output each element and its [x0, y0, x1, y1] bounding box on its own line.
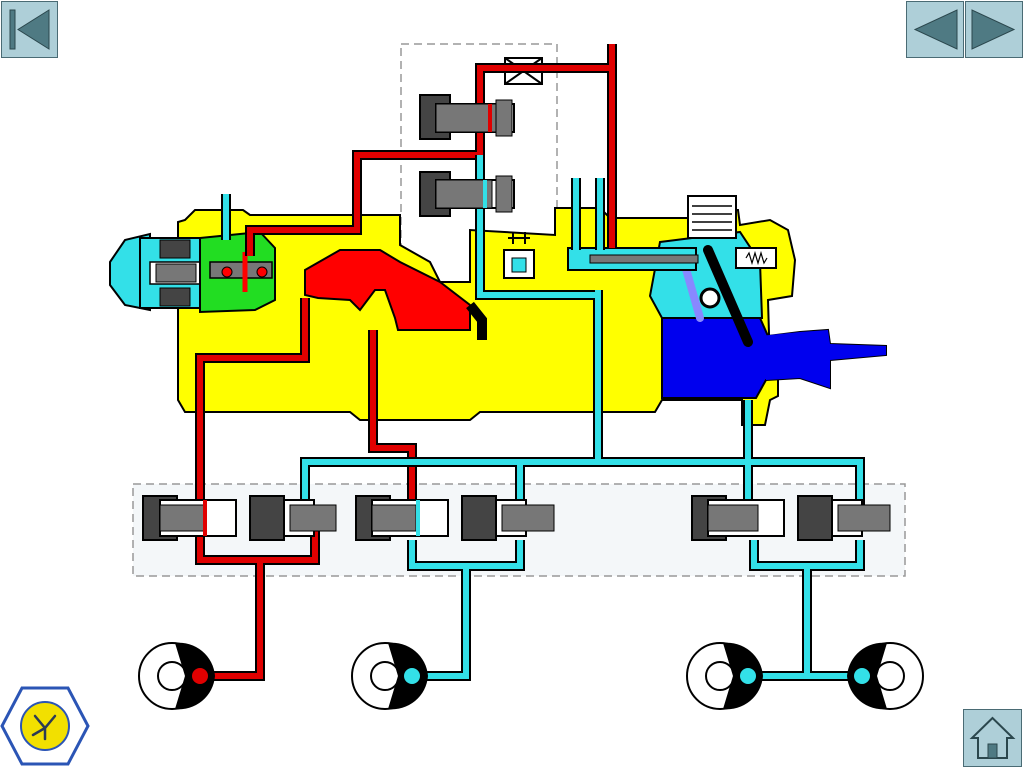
- control-line: [223, 155, 863, 679]
- lever-pivot: [699, 287, 721, 309]
- wheel-brake-1: [138, 642, 215, 710]
- hexagon-logo-icon: [0, 686, 90, 766]
- skip-to-start-icon: [9, 9, 50, 50]
- upper-valve-1: [419, 94, 515, 140]
- next-page-button[interactable]: [965, 1, 1023, 58]
- pressure-chamber-red: [304, 249, 471, 331]
- home-button[interactable]: [963, 709, 1022, 767]
- lower-valve-2: [249, 495, 337, 541]
- wheel-brake-3: [686, 642, 763, 710]
- lower-valve-3: [355, 495, 449, 541]
- triangle-right-icon: [971, 9, 1016, 50]
- lower-valve-6: [797, 495, 891, 541]
- supply-line: [197, 44, 615, 679]
- wheel-brake-4: [847, 642, 924, 710]
- first-page-button[interactable]: [1, 1, 58, 58]
- previous-page-button[interactable]: [906, 1, 964, 58]
- lever-arm: [703, 245, 753, 347]
- house-icon: [969, 716, 1016, 759]
- wheel-brake-2: [351, 642, 428, 710]
- lower-valve-5: [691, 495, 785, 541]
- upper-valve-2: [419, 171, 515, 217]
- threaded-cap: [687, 195, 737, 239]
- lower-valve-4: [461, 495, 555, 541]
- triangle-left-icon: [913, 9, 958, 50]
- lower-valve-1: [142, 495, 237, 541]
